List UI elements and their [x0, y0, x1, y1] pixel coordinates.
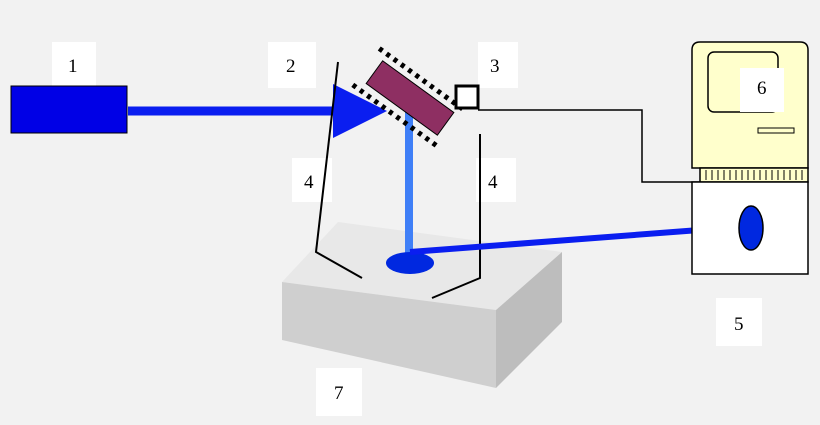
- mirror-dotted-edge-top: [377, 46, 469, 114]
- label-box-2: [268, 42, 316, 88]
- label-5: 5: [734, 314, 744, 335]
- laser-source: [10, 85, 128, 134]
- label-box-7: [316, 368, 362, 416]
- label-7: 7: [334, 383, 344, 404]
- label-box-1: [52, 42, 96, 88]
- label-box-6: [740, 68, 784, 112]
- label-1: 1: [68, 56, 78, 77]
- sensor-square: [454, 84, 480, 110]
- label-2: 2: [286, 56, 296, 77]
- label-3: 3: [490, 56, 500, 77]
- label-box-3: [478, 42, 518, 88]
- support-arm-right: [431, 134, 481, 299]
- sample-block-side: [496, 252, 562, 388]
- computer-vents: [705, 170, 803, 180]
- computer-drive-slot: [757, 127, 795, 134]
- label-box-4-right: [476, 158, 516, 202]
- detector-spot: [738, 205, 764, 251]
- scattered-beam: [409, 212, 732, 255]
- label-4-left: 4: [304, 172, 314, 193]
- mirror-assembly: [351, 46, 469, 151]
- sample-block-front: [282, 282, 496, 388]
- signal-cable: [478, 109, 700, 183]
- label-6: 6: [757, 78, 767, 99]
- support-arm-left: [314, 61, 363, 279]
- mirror: [365, 60, 455, 136]
- label-box-5: [716, 298, 762, 346]
- sample-spot: [386, 252, 434, 274]
- label-4-right: 4: [488, 172, 498, 193]
- mirror-dotted-edge-bottom: [351, 82, 442, 151]
